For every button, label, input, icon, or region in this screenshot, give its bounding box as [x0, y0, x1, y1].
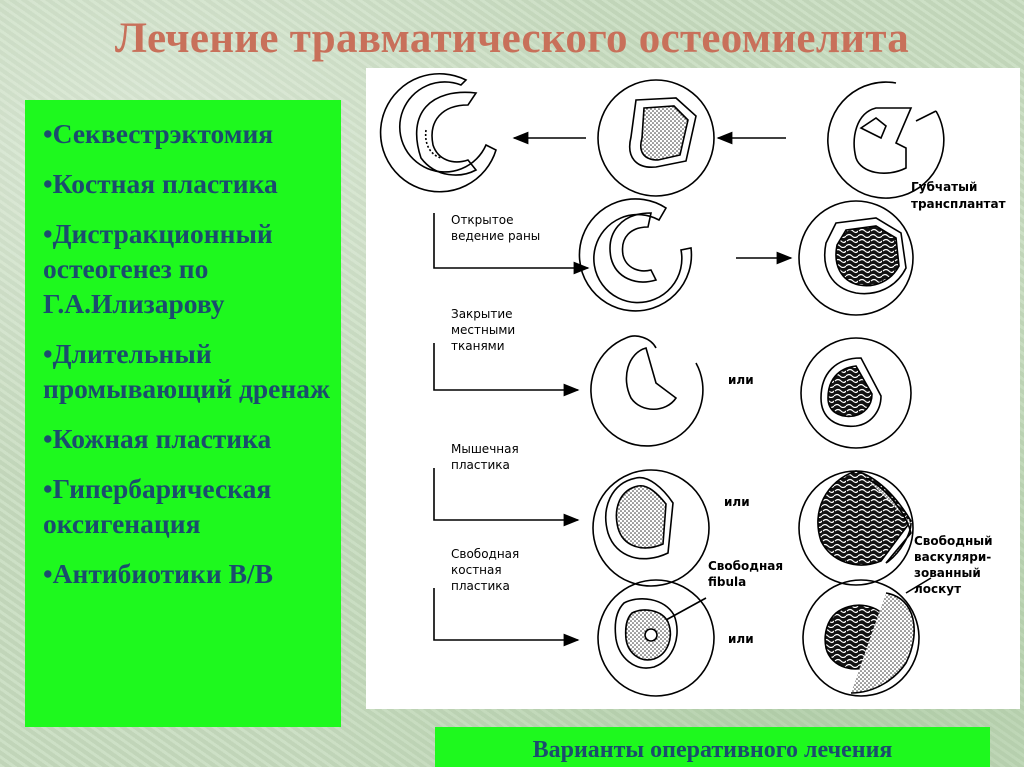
label-bone-graft-line3: пластика [451, 579, 510, 593]
bone-cross-section-sequestrum [597, 79, 715, 197]
label-muscle-flap-line2: пластика [451, 458, 510, 472]
treatment-item-hyperbaric-oxygenation: •Гипербарическая оксигенация [43, 473, 272, 539]
label-or-row4: или [724, 495, 750, 509]
caption-box: Варианты оперативного лечения [435, 727, 990, 767]
bone-cross-section-muscle-flap-graft [798, 470, 914, 586]
bone-cross-section-infected [827, 81, 945, 199]
bone-cross-section-cancellous-graft [798, 200, 914, 316]
label-vascularized-flap-line1: Свободный [914, 534, 993, 548]
label-open-wound-line1: Открытое [451, 213, 514, 227]
bone-cross-section-local-closure [590, 335, 704, 447]
treatment-list-panel: •Секвестрэктомия •Костная пластика •Дист… [25, 100, 341, 727]
bone-cross-section-vascularized-flap [802, 577, 932, 697]
treatment-item-irrigation-drainage: •Длительный промывающий дренаж [43, 338, 330, 404]
diagram-caption: Варианты оперативного лечения [532, 737, 893, 763]
label-vascularized-flap-line3: зованный [914, 566, 981, 580]
treatment-item-iv-antibiotics: •Антибиотики В/В [43, 558, 273, 589]
treatment-item-bone-grafting: •Костная пластика [43, 168, 278, 199]
label-open-wound-line2: ведение раны [451, 229, 540, 243]
label-local-closure-line1: Закрытие [451, 307, 513, 321]
label-bone-graft-line1: Свободная [451, 547, 519, 561]
treatment-item-sequestrectomy: •Секвестрэктомия [43, 118, 274, 149]
label-local-closure-line2: местными [451, 323, 515, 337]
bone-cross-section-open-wound [578, 198, 693, 312]
label-bone-graft-line2: костная [451, 563, 502, 577]
label-muscle-flap-line1: Мышечная [451, 442, 519, 456]
treatment-item-distraction-osteogenesis: •Дистракционный остеогенез по Г.А.Илизар… [43, 218, 273, 319]
bone-cross-section-free-fibula [597, 579, 715, 697]
label-free-fibula-line2: fibula [708, 575, 746, 589]
treatment-item-skin-grafting: •Кожная пластика [43, 423, 272, 454]
bone-cross-section-muscle-flap [592, 469, 710, 587]
label-cancellous-graft-line2: трансплантат [911, 197, 1006, 211]
label-cancellous-graft-line1: Губчатый [911, 180, 977, 194]
label-or-row5: или [728, 632, 754, 646]
bone-cross-section-local-closure-graft [800, 337, 912, 449]
label-local-closure-line3: тканями [451, 339, 505, 353]
label-vascularized-flap-line2: васкуляри- [914, 550, 991, 564]
slide-title: Лечение травматического остеомиелита [114, 15, 910, 62]
surgical-options-diagram: Открытое ведение раны Закрытие местными … [366, 68, 1020, 709]
label-vascularized-flap-line4: лоскут [914, 582, 961, 596]
bone-cross-section-cleared [379, 72, 497, 193]
label-free-fibula-line1: Свободная [708, 559, 783, 573]
label-or-row3: или [728, 373, 754, 387]
